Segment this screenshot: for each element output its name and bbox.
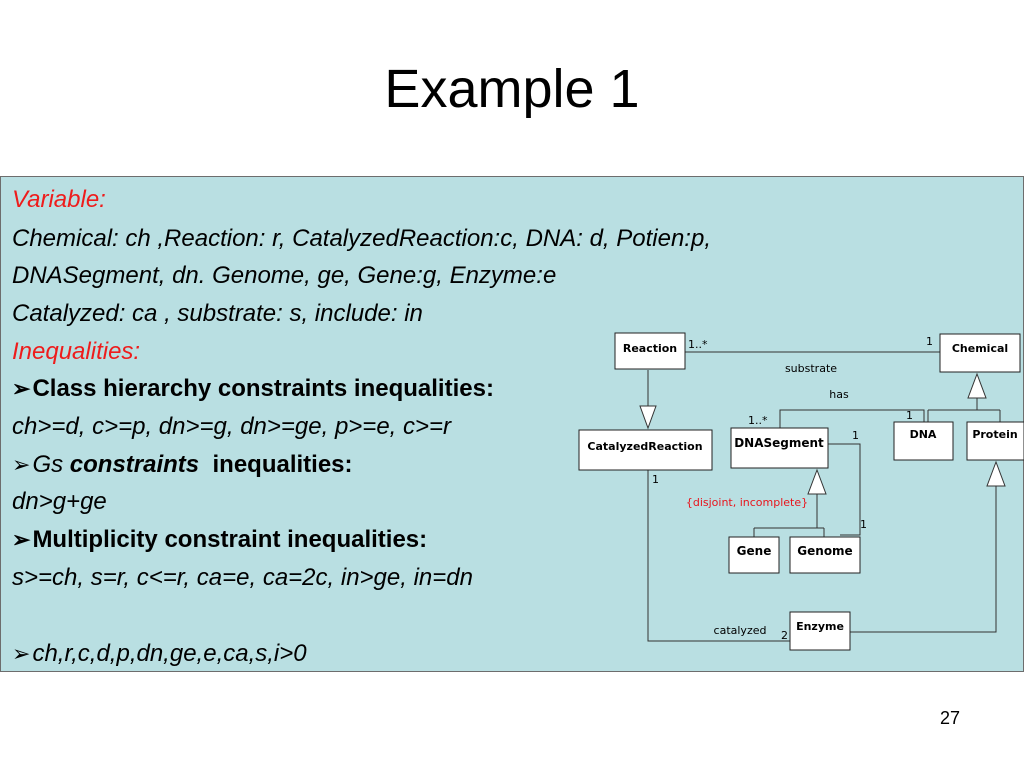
generalization-protein [850,460,1006,633]
gs-constraints-word: constraints [69,451,200,478]
multiplicity-dna-has: 1 [906,409,913,422]
class-enzyme-label: Enzyme [796,620,844,633]
class-dna-segment: DNASegment [730,427,829,469]
substrate-association-label: substrate [785,362,837,375]
class-dna: DNA [893,421,954,461]
bullet-arrow-icon: ➢ [12,527,31,552]
generalization-catalyzed-reaction [639,370,657,430]
class-chemical-label: Chemical [952,342,1008,355]
generalization-dnasegment [753,468,827,537]
multiplicity-dnasegment-right: 1 [852,429,859,442]
generalization-arrow-icon [986,460,1006,487]
has-association [779,409,925,428]
gs-values: dn>g+ge [12,488,107,515]
class-hierarchy-heading: Class hierarchy constraints inequalities… [32,375,494,402]
gs-prefix: Gs [32,451,70,478]
variable-line-2: DNASegment, dn. Genome, ge, Gene:g, Enzy… [12,262,557,289]
multiplicity-item: ➢Multiplicity constraint inequalities: [12,528,427,552]
class-chemical: Chemical [939,333,1021,373]
multiplicity-chemical: 1 [926,335,933,348]
catalyzed-association-label: catalyzed [714,624,767,637]
generalization-arrow-icon [807,468,827,495]
variable-line-3: Catalyzed: ca , substrate: s, include: i… [12,300,423,327]
page-number: 27 [940,708,961,728]
has-association-label: has [829,388,849,401]
bullet-arrow-icon: ➢ [12,452,31,477]
multiplicity-heading: Multiplicity constraint inequalities: [32,526,428,553]
multiplicity-dnasegment-has: 1..* [748,414,768,427]
gs-constraints-item: ➢Gs constraints inequalities: [12,453,353,477]
content-panel [0,176,1024,672]
class-hierarchy-values: ch>=d, c>=p, dn>=g, dn>=ge, p>=e, c>=r [12,413,452,440]
multiplicity-reaction: 1..* [688,338,708,351]
generalization-arrow-icon [639,405,657,430]
disjoint-constraint-note: {disjoint, incomplete} [686,496,808,509]
generalization-arrow-icon [967,372,987,399]
class-protein-label: Protein [972,428,1017,441]
catalyzed-association [647,470,790,642]
class-genome-label: Genome [797,544,852,558]
catalyzed-edge [647,470,790,642]
class-catalyzed-reaction-label: CatalyzedReaction [587,440,702,453]
multiplicity-catalyzed-reaction: 1 [652,473,659,486]
class-dna-label: DNA [910,428,937,441]
inequalities-heading: Inequalities: [12,338,141,365]
class-gene-label: Gene [737,544,772,558]
variable-heading: Variable: [12,186,106,213]
multiplicity-genome: 1 [860,518,867,531]
class-gene: Gene [728,536,780,574]
class-reaction: Reaction [614,332,686,370]
class-genome: Genome [789,536,861,574]
bullet-arrow-icon: ➢ [12,641,31,666]
class-catalyzed-reaction: CatalyzedReaction [578,429,713,471]
slide-title: Example 1 [384,59,640,119]
class-protein: Protein [966,421,1024,461]
include-edge [828,443,861,536]
bullet-arrow-icon: ➢ [12,376,31,401]
class-hierarchy-item: ➢Class hierarchy constraints inequalitie… [12,377,494,401]
class-dna-segment-label: DNASegment [734,436,824,450]
generalization-chemical [927,372,1001,422]
has-edge [779,409,925,428]
include-association [828,443,861,536]
class-reaction-label: Reaction [623,342,677,355]
multiplicity-values: s>=ch, s=r, c<=r, ca=e, ca=2c, in>ge, in… [12,564,473,591]
variable-line-1: Chemical: ch ,Reaction: r, CatalyzedReac… [12,225,711,252]
final-constraint-item: ➢ch,r,c,d,p,dn,ge,e,ca,s,i>0 [12,642,307,666]
multiplicity-enzyme: 2 [781,629,788,642]
final-constraint: ch,r,c,d,p,dn,ge,e,ca,s,i>0 [32,640,307,667]
class-enzyme: Enzyme [789,611,851,651]
gs-inequalities-word: inequalities: [199,451,353,478]
